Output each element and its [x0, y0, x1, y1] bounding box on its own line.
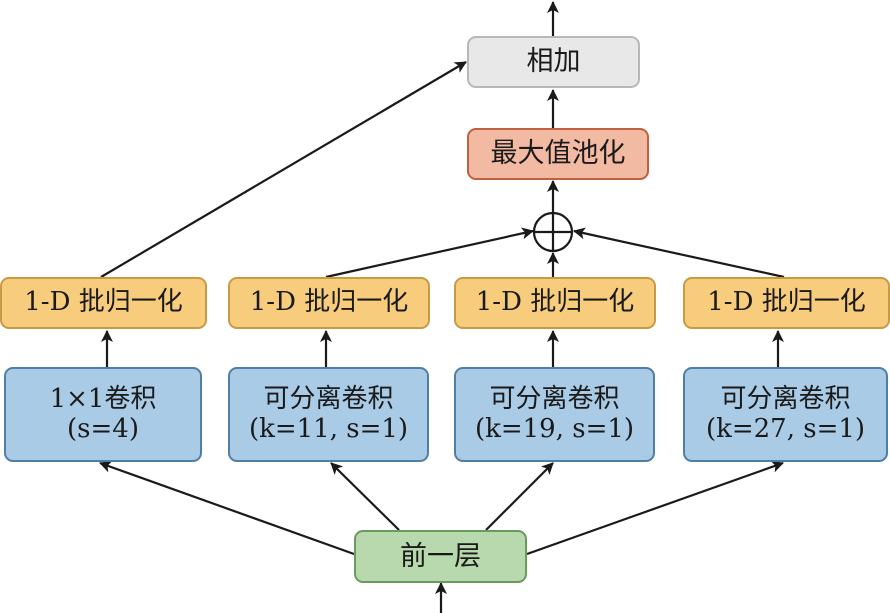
batchnorm-node-2: 1-D 批归一化 — [228, 277, 430, 329]
conv-node-2: 可分离卷积 (k=11, s=1) — [228, 367, 429, 462]
conv-node-3: 可分离卷积 (k=19, s=1) — [454, 367, 655, 462]
batchnorm-label: 1-D 批归一化 — [249, 287, 409, 318]
conv-node-1: 1×1卷积 (s=4) — [4, 367, 202, 462]
edge-input-to-conv1 — [99, 461, 355, 556]
add-label: 相加 — [526, 46, 581, 78]
conv-label-line2: (k=11, s=1) — [248, 413, 409, 444]
edge-branch2-to-sum — [325, 227, 534, 279]
conv-label-line1: 可分离卷积 — [720, 383, 851, 414]
conv-label-line2: (k=19, s=1) — [474, 413, 635, 444]
add-node: 相加 — [467, 36, 640, 88]
conv-label-line1: 可分离卷积 — [489, 383, 620, 414]
edge-skip-to-add — [100, 61, 467, 278]
circle-plus-icon — [532, 211, 574, 253]
edge-input-to-conv2 — [330, 462, 400, 531]
batchnorm-label: 1-D 批归一化 — [475, 287, 635, 318]
batchnorm-node-3: 1-D 批归一化 — [454, 277, 656, 329]
conv-label-line1: 可分离卷积 — [263, 383, 394, 414]
edge-input-to-conv4 — [526, 461, 784, 556]
conv-node-4: 可分离卷积 (k=27, s=1) — [683, 367, 888, 462]
input-label: 前一层 — [400, 540, 481, 572]
edge-branch4-to-sum — [573, 227, 785, 279]
edge-input-to-conv3 — [485, 462, 554, 531]
conv-label-line2: (s=4) — [67, 413, 139, 444]
conv-label-line2: (k=27, s=1) — [705, 413, 866, 444]
maxpool-node: 最大值池化 — [467, 128, 649, 180]
maxpool-label: 最大值池化 — [490, 138, 626, 170]
batchnorm-node-1: 1-D 批归一化 — [0, 277, 207, 329]
batchnorm-label: 1-D 批归一化 — [24, 287, 183, 318]
batchnorm-label: 1-D 批归一化 — [707, 287, 866, 318]
conv-label-line1: 1×1卷积 — [49, 383, 157, 414]
input-node: 前一层 — [354, 530, 527, 583]
batchnorm-node-4: 1-D 批归一化 — [683, 277, 890, 329]
